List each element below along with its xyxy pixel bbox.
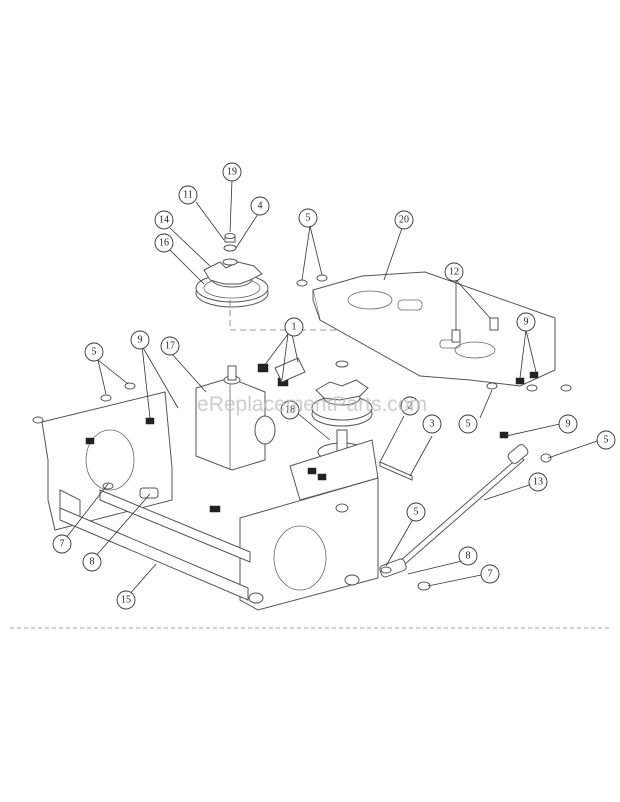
svg-text:13: 13 [533,477,543,488]
callout-5-mid: 5 [458,414,478,434]
callout-15: 15 [116,590,136,610]
svg-text:9: 9 [138,335,143,346]
callout-8-left: 8 [82,552,102,572]
callout-1: 1 [284,317,304,337]
callout-19: 19 [222,162,242,182]
callout-11: 11 [178,185,198,205]
svg-text:3: 3 [430,419,435,430]
svg-text:11: 11 [183,190,193,201]
callout-16: 16 [154,233,174,253]
svg-text:4: 4 [258,201,263,212]
svg-text:5: 5 [306,213,311,224]
left-side-plate [32,382,173,531]
svg-text:5: 5 [92,347,97,358]
svg-text:12: 12 [449,267,459,278]
callout-18: 18 [280,400,300,420]
svg-text:14: 14 [159,215,169,226]
callout-7-left: 7 [52,534,72,554]
svg-text:7: 7 [488,569,493,580]
svg-text:5: 5 [604,435,609,446]
callouts: 19 11 4 14 16 5 20 12 9 5 9 17 1 5 18 2 … [52,162,616,610]
callout-9-right: 9 [516,312,536,332]
svg-text:20: 20 [399,215,409,226]
callout-4: 4 [250,196,270,216]
callout-5-left: 5 [84,342,104,362]
callout-13: 13 [528,472,548,492]
svg-text:5: 5 [414,507,419,518]
callout-7-right: 7 [480,564,500,584]
svg-text:15: 15 [121,595,131,606]
watermark-text: eReplacementParts.com [197,393,427,416]
callout-2: 2 [400,396,420,416]
callout-8-right: 8 [458,546,478,566]
svg-text:19: 19 [227,167,237,178]
callout-20: 20 [394,210,414,230]
upper-pulley-assembly [195,233,380,331]
svg-text:9: 9 [524,317,529,328]
svg-text:8: 8 [90,557,95,568]
svg-text:16: 16 [159,238,169,249]
svg-text:9: 9 [566,419,571,430]
linkage-rod [379,444,552,591]
svg-text:7: 7 [60,539,65,550]
callout-14: 14 [154,210,174,230]
callout-3: 3 [422,414,442,434]
svg-text:8: 8 [466,551,471,562]
callout-5-lower: 5 [406,502,426,522]
svg-text:17: 17 [165,341,175,352]
top-mounting-plate [296,271,556,387]
svg-text:1: 1 [292,322,297,333]
callout-5-far-right: 5 [596,430,616,450]
leader-lines [65,179,601,597]
callout-12: 12 [444,262,464,282]
svg-text:5: 5 [466,419,471,430]
callout-9-lower: 9 [558,414,578,434]
hardware [102,371,572,499]
callout-9-left: 9 [130,330,150,350]
svg-text:2: 2 [408,401,413,412]
callout-17: 17 [160,336,180,356]
callout-5-top: 5 [298,208,318,228]
right-side-plate [239,439,379,611]
svg-text:18: 18 [285,405,295,416]
